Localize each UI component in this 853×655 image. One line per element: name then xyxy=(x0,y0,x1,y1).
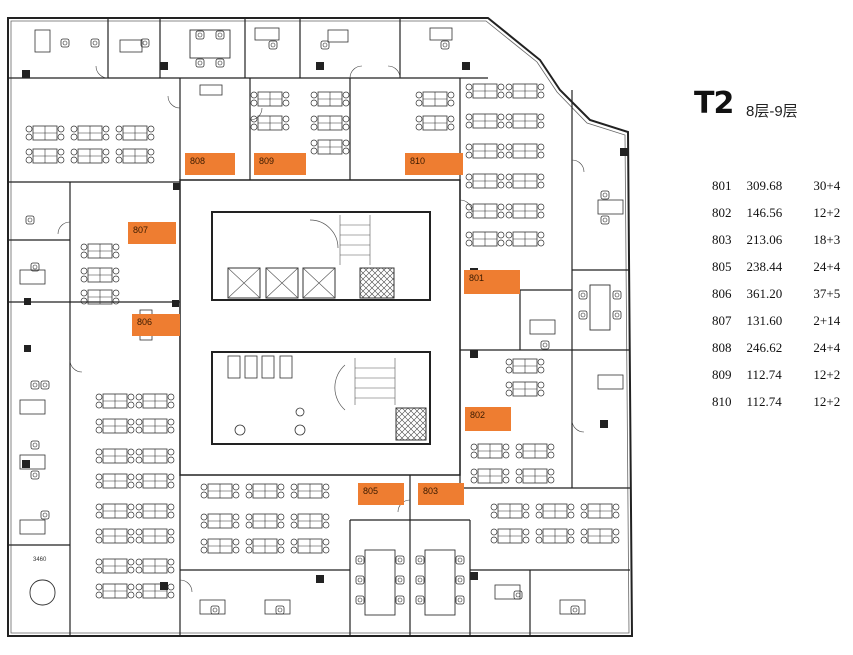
unit-label-803: 803 xyxy=(418,483,464,505)
table-row: 807 131.60 2+14 xyxy=(712,307,853,334)
unit-id: 805 xyxy=(712,258,732,274)
unit-area: 309.68 xyxy=(746,177,783,193)
unit-area: 361.20 xyxy=(746,285,783,301)
unit-table: 801 309.68 30+4 802 146.56 12+2 803 213.06 18+… xyxy=(712,172,853,415)
table-row: 806 361.20 37+5 xyxy=(712,280,853,307)
unit-capacity: 12+2 xyxy=(813,204,841,220)
table-row: 803 213.06 18+3 xyxy=(712,226,853,253)
unit-capacity: 37+5 xyxy=(813,285,841,301)
unit-area: 213.06 xyxy=(746,231,783,247)
unit-capacity: 18+3 xyxy=(813,231,841,247)
unit-id: 806 xyxy=(712,285,732,301)
unit-capacity: 2+14 xyxy=(813,312,841,328)
unit-id: 802 xyxy=(712,204,732,220)
unit-id: 808 xyxy=(712,339,732,355)
unit-label-808: 808 xyxy=(185,153,235,175)
table-row: 810 112.74 12+2 xyxy=(712,388,853,415)
unit-label-810: 810 xyxy=(405,153,463,175)
unit-capacity: 24+4 xyxy=(813,258,841,274)
unit-area: 246.62 xyxy=(746,339,783,355)
unit-area: 146.56 xyxy=(746,204,783,220)
dimension-text: 3460 xyxy=(33,557,47,563)
table-row: 808 246.62 24+4 xyxy=(712,334,853,361)
unit-id: 809 xyxy=(712,366,732,382)
floor-range: 8层-9层 xyxy=(746,103,798,120)
unit-capacity: 12+2 xyxy=(813,366,841,382)
table-row: 809 112.74 12+2 xyxy=(712,361,853,388)
unit-capacity: 12+2 xyxy=(813,393,841,409)
table-row: 802 146.56 12+2 xyxy=(712,199,853,226)
unit-label-805: 805 xyxy=(358,483,404,505)
unit-id: 801 xyxy=(712,177,732,193)
building-title: T2 xyxy=(694,86,734,121)
table-row: 805 238.44 24+4 xyxy=(712,253,853,280)
unit-id: 803 xyxy=(712,231,732,247)
unit-area: 112.74 xyxy=(746,393,782,409)
unit-label-806: 806 xyxy=(132,314,180,336)
unit-label-807: 807 xyxy=(128,222,176,244)
unit-area: 131.60 xyxy=(746,312,783,328)
unit-id: 810 xyxy=(712,393,732,409)
unit-capacity: 30+4 xyxy=(813,177,841,193)
unit-capacity: 24+4 xyxy=(813,339,841,355)
unit-area: 238.44 xyxy=(746,258,783,274)
table-row: 801 309.68 30+4 xyxy=(712,172,853,199)
unit-label-802: 802 xyxy=(465,407,511,431)
unit-area: 112.74 xyxy=(746,366,782,382)
unit-id: 807 xyxy=(712,312,732,328)
unit-label-809: 809 xyxy=(254,153,306,175)
floor-plan xyxy=(7,17,634,637)
unit-label-801: 801 xyxy=(464,270,520,294)
